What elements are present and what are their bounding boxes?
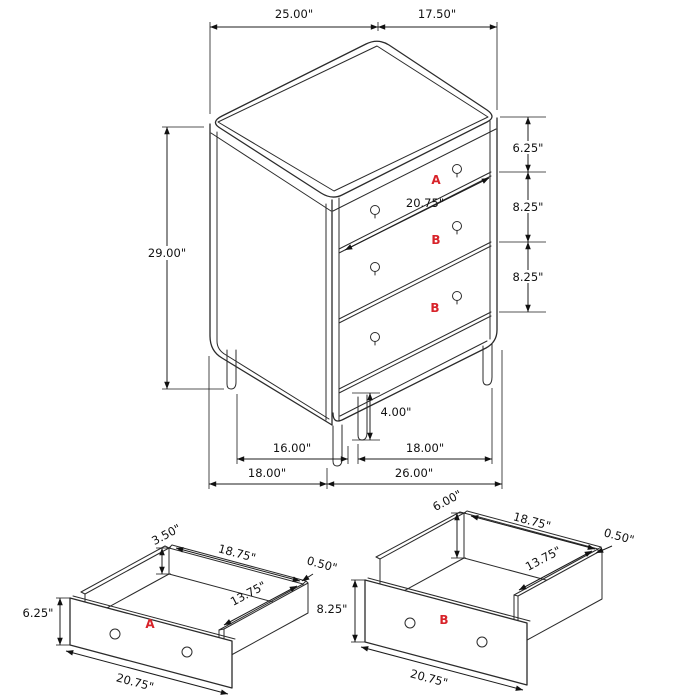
- drawer-a-panel-top-edge: [72, 595, 236, 640]
- knob-icon: [109, 628, 121, 640]
- chest-legs: [226, 343, 493, 467]
- chest-top-face: [214, 40, 493, 198]
- knob-icon: [452, 221, 462, 231]
- dim-drawer-b-bottom-height: 8.25": [513, 270, 544, 284]
- chest-right-face: [332, 117, 498, 422]
- dim-b-inner-height: 6.00": [430, 487, 464, 514]
- drawer-a-detail-label: A: [145, 617, 155, 631]
- drawer-a-front-panel: [69, 597, 233, 689]
- dim-drawer-face-width: 20.75": [406, 196, 444, 210]
- dim-bottom-group: 16.00" 18.00" 18.00" 26.00": [208, 350, 503, 489]
- dim-overall-height: 29.00": [148, 246, 186, 260]
- dim-b-wall-thickness: 0.50": [602, 525, 635, 547]
- dim-top-group: 25.00" 17.50": [209, 7, 498, 114]
- dim-a-inner-height: 3.50": [149, 521, 183, 548]
- leg: [482, 343, 493, 386]
- knob-icon: [370, 205, 380, 215]
- knob-icon: [370, 332, 380, 342]
- dim-b-inner-width: 18.75": [512, 509, 553, 532]
- dim-a-inner-width: 18.75": [217, 541, 258, 564]
- drawer-b-mid-label: B: [431, 233, 440, 247]
- dim-height-group: 29.00": [143, 126, 224, 390]
- dim-top-width: 25.00": [275, 7, 313, 21]
- chest-top-slab-edge-left: [210, 132, 332, 212]
- dim-b-outer-width: 20.75": [409, 666, 450, 689]
- dim-footprint-depth: 18.00": [248, 466, 286, 480]
- dim-drawer-face-width-group: 20.75": [344, 177, 490, 251]
- drawer-knobs: [370, 164, 462, 346]
- knob-icon: [370, 262, 380, 272]
- leg: [226, 349, 237, 390]
- dim-a-wall-thickness: 0.50": [305, 553, 338, 575]
- drawer-b-panel-top-edge: [367, 577, 531, 622]
- drawer-a-detail: A 6.25" 3.50" 18.75" 0.50" 13.75" 20.75": [23, 521, 339, 695]
- dim-leg-height: 4.00": [381, 405, 412, 419]
- dim-a-outer-width: 20.75": [115, 670, 156, 693]
- dim-drawer-heights-group: 6.25" 8.25" 8.25": [499, 116, 550, 313]
- drawer-b-detail-label: B: [439, 613, 448, 627]
- chest-left-panel: [209, 123, 333, 426]
- knob-icon: [181, 646, 193, 658]
- chest-left-panel-frame: [216, 131, 330, 420]
- dim-leg-span-front: 18.00": [406, 441, 444, 455]
- dim-drawer-b-mid-height: 8.25": [513, 200, 544, 214]
- leg: [332, 424, 343, 467]
- dim-b-front-height: 8.25": [317, 602, 348, 616]
- dim-leg-span-side: 16.00": [273, 441, 311, 455]
- leg: [357, 394, 368, 441]
- knob-icon: [404, 617, 416, 629]
- dim-a-front-height: 6.25": [23, 606, 54, 620]
- knob-icon: [452, 164, 462, 174]
- dim-top-depth: 17.50": [418, 7, 456, 21]
- chest-top-face-inner-edge: [217, 45, 489, 192]
- drawer-b-bottom-label: B: [430, 301, 439, 315]
- dim-drawer-a-height: 6.25": [513, 141, 544, 155]
- dim-footprint-width: 26.00": [395, 466, 433, 480]
- drawer-a-label: A: [431, 173, 441, 187]
- main-chest-drawing: A B B 25.00" 17.50" 29.00" 6.25": [143, 7, 550, 489]
- chest-base-rail-edge: [339, 340, 488, 417]
- knob-icon: [452, 291, 462, 301]
- knob-icon: [476, 636, 488, 648]
- drawer-b-detail: B 8.25" 6.00" 18.75" 0.50" 13.75" 20.75": [317, 487, 636, 691]
- dim-leg-height-group: 4.00": [352, 392, 412, 441]
